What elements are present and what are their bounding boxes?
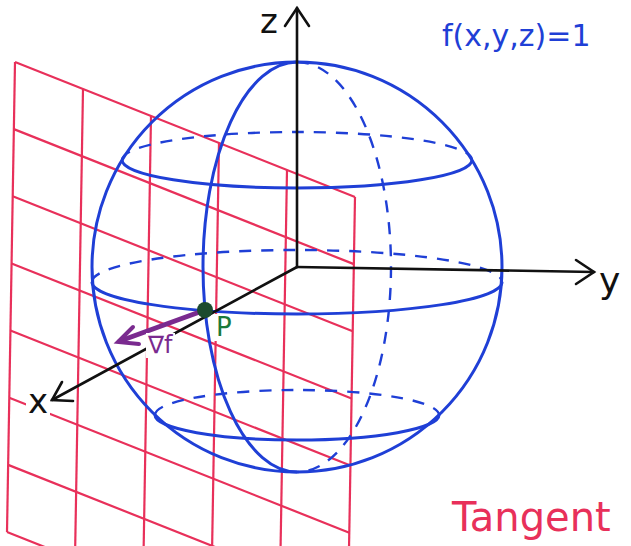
x-axis bbox=[52, 267, 297, 400]
axis-label: x bbox=[26, 384, 50, 420]
axis-label: y bbox=[597, 262, 622, 300]
y-axis bbox=[297, 267, 594, 272]
arrow-head bbox=[285, 8, 309, 26]
surface-equation: f(x,y,z)=1 bbox=[440, 20, 593, 52]
plane-grid-line bbox=[7, 62, 15, 532]
plane-grid-line bbox=[279, 170, 287, 546]
plane-grid-line bbox=[14, 129, 354, 264]
plane-grid-line bbox=[9, 398, 349, 533]
plane-grid-line bbox=[10, 331, 350, 466]
arrow-head bbox=[576, 260, 594, 284]
meridian-front bbox=[203, 62, 297, 472]
equator-front bbox=[92, 282, 502, 314]
plane-grid-line bbox=[75, 89, 83, 546]
z-axis bbox=[296, 8, 299, 267]
plane-grid-line bbox=[8, 465, 348, 546]
plane-grid-line bbox=[7, 532, 347, 546]
latitude-back bbox=[155, 390, 439, 415]
gradient-label: ∇f bbox=[146, 333, 175, 358]
plane-grid-line bbox=[347, 197, 355, 546]
axis-label: z bbox=[258, 4, 280, 40]
arrow-head bbox=[118, 327, 139, 344]
plane-label: Tangent bbox=[450, 496, 613, 538]
point-dot bbox=[197, 302, 213, 318]
plane-grid-line bbox=[15, 62, 355, 197]
axes bbox=[52, 8, 594, 401]
point-label: P bbox=[214, 314, 234, 341]
arrow-head bbox=[52, 382, 73, 401]
plane-grid-line bbox=[13, 196, 353, 331]
latitude-front bbox=[155, 415, 439, 440]
